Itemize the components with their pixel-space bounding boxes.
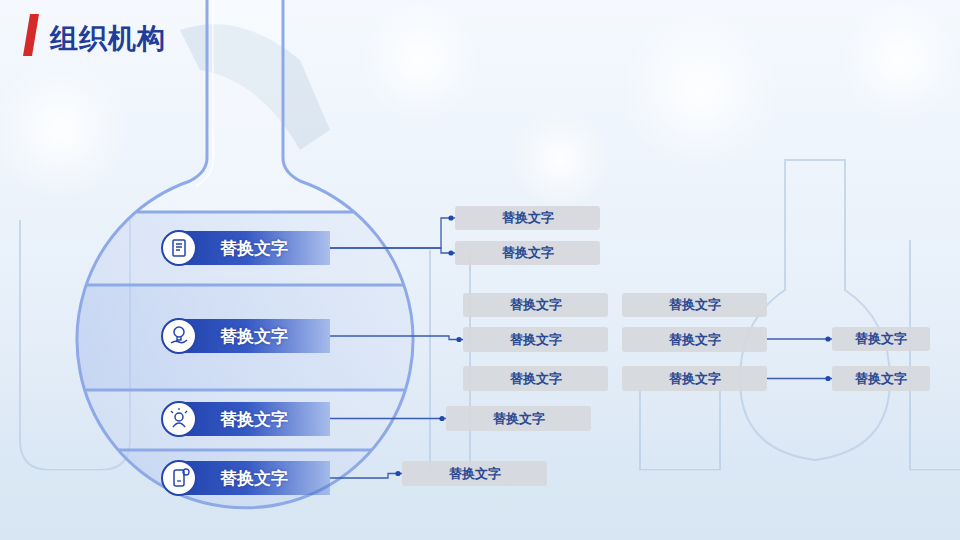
category-icon: [160, 459, 198, 497]
connector-line: [330, 248, 455, 256]
connector-line: [330, 336, 463, 342]
category-pill: 替换文字: [162, 461, 330, 495]
category-pill: 替换文字: [162, 319, 330, 353]
member-box: 替换文字: [455, 241, 600, 265]
member-box: 替换文字: [446, 406, 591, 431]
node-label: 替换文字: [855, 330, 907, 348]
node-label: 替换文字: [510, 296, 562, 314]
slide-title: 组织机构: [50, 20, 166, 58]
node-label: 替换文字: [220, 325, 288, 348]
member-box: 替换文字: [463, 366, 608, 391]
node-label: 替换文字: [502, 244, 554, 262]
node-label: 替换文字: [510, 370, 562, 388]
category-icon: [160, 317, 198, 355]
connector-line: [330, 215, 455, 248]
node-label: 替换文字: [855, 370, 907, 388]
node-label: 替换文字: [502, 209, 554, 227]
member-box: 替换文字: [463, 327, 608, 352]
member-box: 替换文字: [622, 327, 767, 352]
member-box: 替换文字: [832, 366, 930, 391]
member-box: 替换文字: [832, 327, 930, 351]
member-box: 替换文字: [402, 461, 547, 486]
node-label: 替换文字: [449, 465, 501, 483]
node-label: 替换文字: [220, 237, 288, 260]
category-pill: 替换文字: [162, 402, 330, 436]
category-icon: [160, 400, 198, 438]
node-label: 替换文字: [669, 331, 721, 349]
node-label: 替换文字: [220, 467, 288, 490]
node-label: 替换文字: [510, 331, 562, 349]
category-pill: 替换文字: [162, 231, 330, 265]
category-icon: [160, 229, 198, 267]
member-box: 替换文字: [463, 293, 608, 317]
member-box: 替换文字: [455, 206, 600, 230]
connector-line: [330, 471, 402, 478]
node-label: 替换文字: [669, 370, 721, 388]
node-label: 替换文字: [493, 410, 545, 428]
connector-line: [767, 336, 832, 341]
connector-line: [330, 416, 446, 421]
member-box: 替换文字: [622, 366, 767, 391]
member-box: 替换文字: [622, 293, 767, 317]
connector-line: [767, 376, 832, 381]
node-label: 替换文字: [669, 296, 721, 314]
node-label: 替换文字: [220, 408, 288, 431]
